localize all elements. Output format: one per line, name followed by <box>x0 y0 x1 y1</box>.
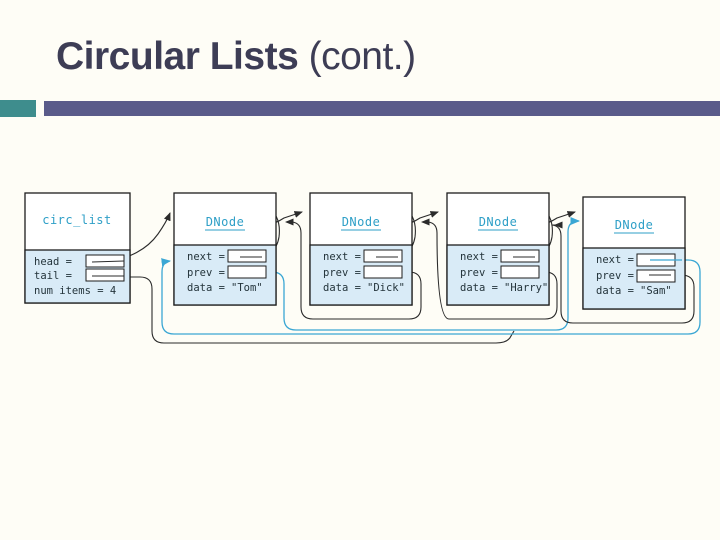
dnode-box-sam: DNode next = prev = data = "Sam" <box>582 196 686 310</box>
dnode-sam-prev-label: prev = <box>596 270 634 282</box>
dnode-sam-prev-cell <box>636 269 676 283</box>
dnode-sam-next-label: next = <box>596 254 634 266</box>
pointer-sam-prev-to-harry <box>551 221 695 324</box>
dnode-tom-data-value: "Tom" <box>231 282 263 294</box>
dnode-harry-prev-cell <box>500 265 540 279</box>
dnode-dick-next-cell <box>363 249 403 263</box>
dnode-dick-next-label: next = <box>323 251 361 263</box>
dnode-harry-next-label: next = <box>460 251 498 263</box>
dnode-dick-data-label: data = <box>323 282 361 294</box>
dnode-tom-title: DNode <box>206 215 245 229</box>
dnode-harry-data-value: "Harry" <box>504 282 548 294</box>
circ-list-box: circ_list head = tail = num items = 4 <box>24 192 131 304</box>
pointer-sam-next-to-tom <box>161 258 701 335</box>
dnode-box-tom: DNode next = prev = data = "Tom" <box>173 192 277 306</box>
dnode-box-dick: DNode next = prev = data = "Dick" <box>309 192 413 306</box>
circ-list-head-label: head = <box>34 256 72 268</box>
tail-pointer-cell <box>85 268 125 282</box>
dnode-dick-prev-label: prev = <box>323 267 361 279</box>
pointer-tail-to-sam <box>103 276 515 344</box>
dnode-sam-data-label: data = <box>596 285 634 297</box>
circ-list-numitems-label: num items = 4 <box>34 285 116 297</box>
dnode-dick-data-value: "Dick" <box>367 282 405 294</box>
dnode-harry-title: DNode <box>479 215 518 229</box>
dnode-harry-prev-label: prev = <box>460 267 498 279</box>
circ-list-title: circ_list <box>42 213 112 227</box>
dnode-harry-next-cell <box>500 249 540 263</box>
circ-list-tail-label: tail = <box>34 270 72 282</box>
page-title: Circular Lists (cont.) <box>56 35 417 79</box>
page-title-main: Circular Lists <box>56 35 299 78</box>
pointer-dick-prev-to-tom <box>285 218 422 320</box>
dnode-tom-next-cell <box>227 249 267 263</box>
dnode-tom-next-label: next = <box>187 251 225 263</box>
dnode-dick-prev-cell <box>363 265 403 279</box>
dnode-tom-prev-label: prev = <box>187 267 225 279</box>
dnode-sam-title: DNode <box>615 218 654 232</box>
dnode-tom-prev-cell <box>227 265 267 279</box>
accent-purple-bar <box>44 101 720 116</box>
dnode-harry-data-label: data = <box>460 282 498 294</box>
pointer-harry-prev-to-dick <box>421 218 558 320</box>
dnode-box-harry: DNode next = prev = data = "Harry" <box>446 192 550 306</box>
dnode-sam-data-value: "Sam" <box>640 285 672 297</box>
head-pointer-stub <box>91 260 125 263</box>
page-title-suffix: (cont.) <box>298 35 417 78</box>
dnode-tom-data-label: data = <box>187 282 225 294</box>
accent-teal-block <box>0 100 36 117</box>
dnode-dick-title: DNode <box>342 215 381 229</box>
pointer-tom-prev-to-sam <box>248 217 580 331</box>
